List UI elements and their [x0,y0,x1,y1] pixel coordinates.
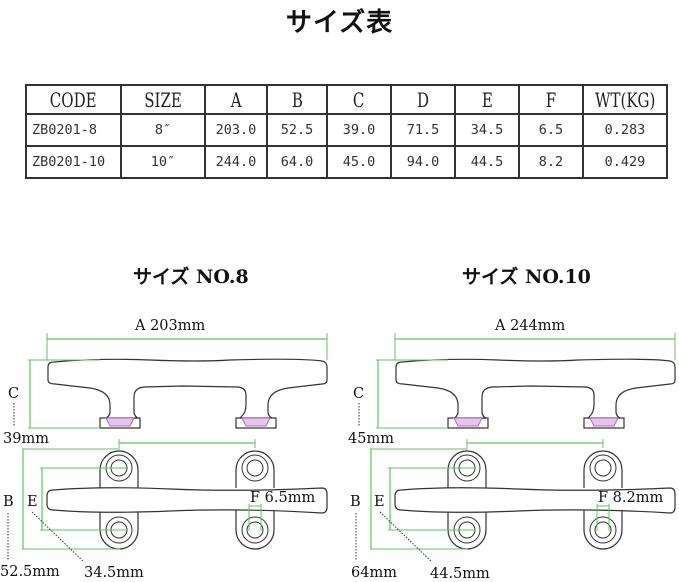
cell-a: 203.0 [204,113,268,147]
diagram-no10: A 244mm C 45mm [348,318,676,582]
cell-weight: 0.283 [582,113,668,147]
lug-top-right [583,450,623,488]
e-leader [31,511,85,563]
lug-top-left [447,450,487,488]
cell-d: 71.5 [390,113,456,147]
cell-f: 6.5 [518,113,584,147]
a-dimension-label: A 203mm [134,318,206,334]
header-c: C [326,84,392,115]
cell-c: 39.0 [326,113,392,147]
cell-code: ZB0201-8 [25,113,122,147]
table-header-row: CODE SIZE A B C D E F WT(KG) [25,84,668,115]
header-weight: WT(KG) [582,84,668,115]
lug-hole [594,459,612,477]
diagram-title-no10: サイズ NO.10 [462,266,591,288]
right-insert [589,417,619,427]
b-value: 64mm [351,565,397,581]
cell-f: 8.2 [518,145,584,179]
lug-top-left [99,450,139,488]
top-view [394,450,676,550]
cell-d: 94.0 [390,145,456,179]
cell-b: 64.0 [266,145,328,179]
cleat-top-outline [394,487,676,514]
cleat-top-outline [46,487,328,514]
size-table: CODE SIZE A B C D E F WT(KG) ZB0201-8 8″… [25,84,668,179]
table-row: ZB0201-10 10″ 244.0 64.0 45.0 94.0 44.5 … [25,145,668,179]
diagram-no8: A 203mm C 39mm [0,318,328,581]
page-title: サイズ表 [285,8,394,38]
header-e: E [454,84,520,115]
header-d: D [390,84,456,115]
cell-e: 34.5 [454,113,520,147]
lug-ring [241,454,269,482]
f-label: F 8.2mm [598,490,663,506]
lug-ring [241,516,269,544]
b-letter: B [350,494,361,510]
header-code: CODE [25,84,122,115]
diagram-title-no8: サイズ NO.8 [133,266,249,288]
lug-ring [589,454,617,482]
lug-hole [246,521,264,539]
cell-size: 8″ [120,113,206,147]
c-value: 45mm [348,431,394,447]
c-value: 39mm [3,431,49,447]
header-b: B [266,84,328,115]
lug-bottom-right [583,510,623,550]
lug-hole [246,459,264,477]
cell-c: 45.0 [326,145,392,179]
lug-ring [589,516,617,544]
cell-b: 52.5 [266,113,328,147]
a-dimension-label: A 244mm [494,318,566,334]
cell-a: 244.0 [204,145,268,179]
cell-size: 10″ [120,145,206,179]
lug-top-right [235,450,275,488]
b-value: 52.5mm [0,564,60,580]
e-leader [379,511,433,563]
lug-bottom-right [235,510,275,550]
header-a: A [204,84,268,115]
cell-e: 44.5 [454,145,520,179]
b-letter: B [3,494,14,510]
header-f: F [518,84,584,115]
header-size: SIZE [120,84,206,115]
cleat-side-outline [47,358,328,419]
cell-weight: 0.429 [582,145,668,179]
cell-code: ZB0201-10 [25,145,122,179]
e-letter: E [27,494,38,510]
left-insert [453,417,483,427]
e-value: 34.5mm [84,565,144,581]
lug-hole [594,521,612,539]
table-row: ZB0201-8 8″ 203.0 52.5 39.0 71.5 34.5 6.… [25,113,668,147]
right-insert [241,417,271,427]
left-insert [105,417,135,427]
c-letter: C [353,386,364,402]
cleat-side-outline [395,358,676,419]
e-letter: E [374,494,385,510]
c-letter: C [8,386,19,402]
e-value: 44.5mm [430,566,490,582]
f-label: F 6.5mm [250,490,315,506]
